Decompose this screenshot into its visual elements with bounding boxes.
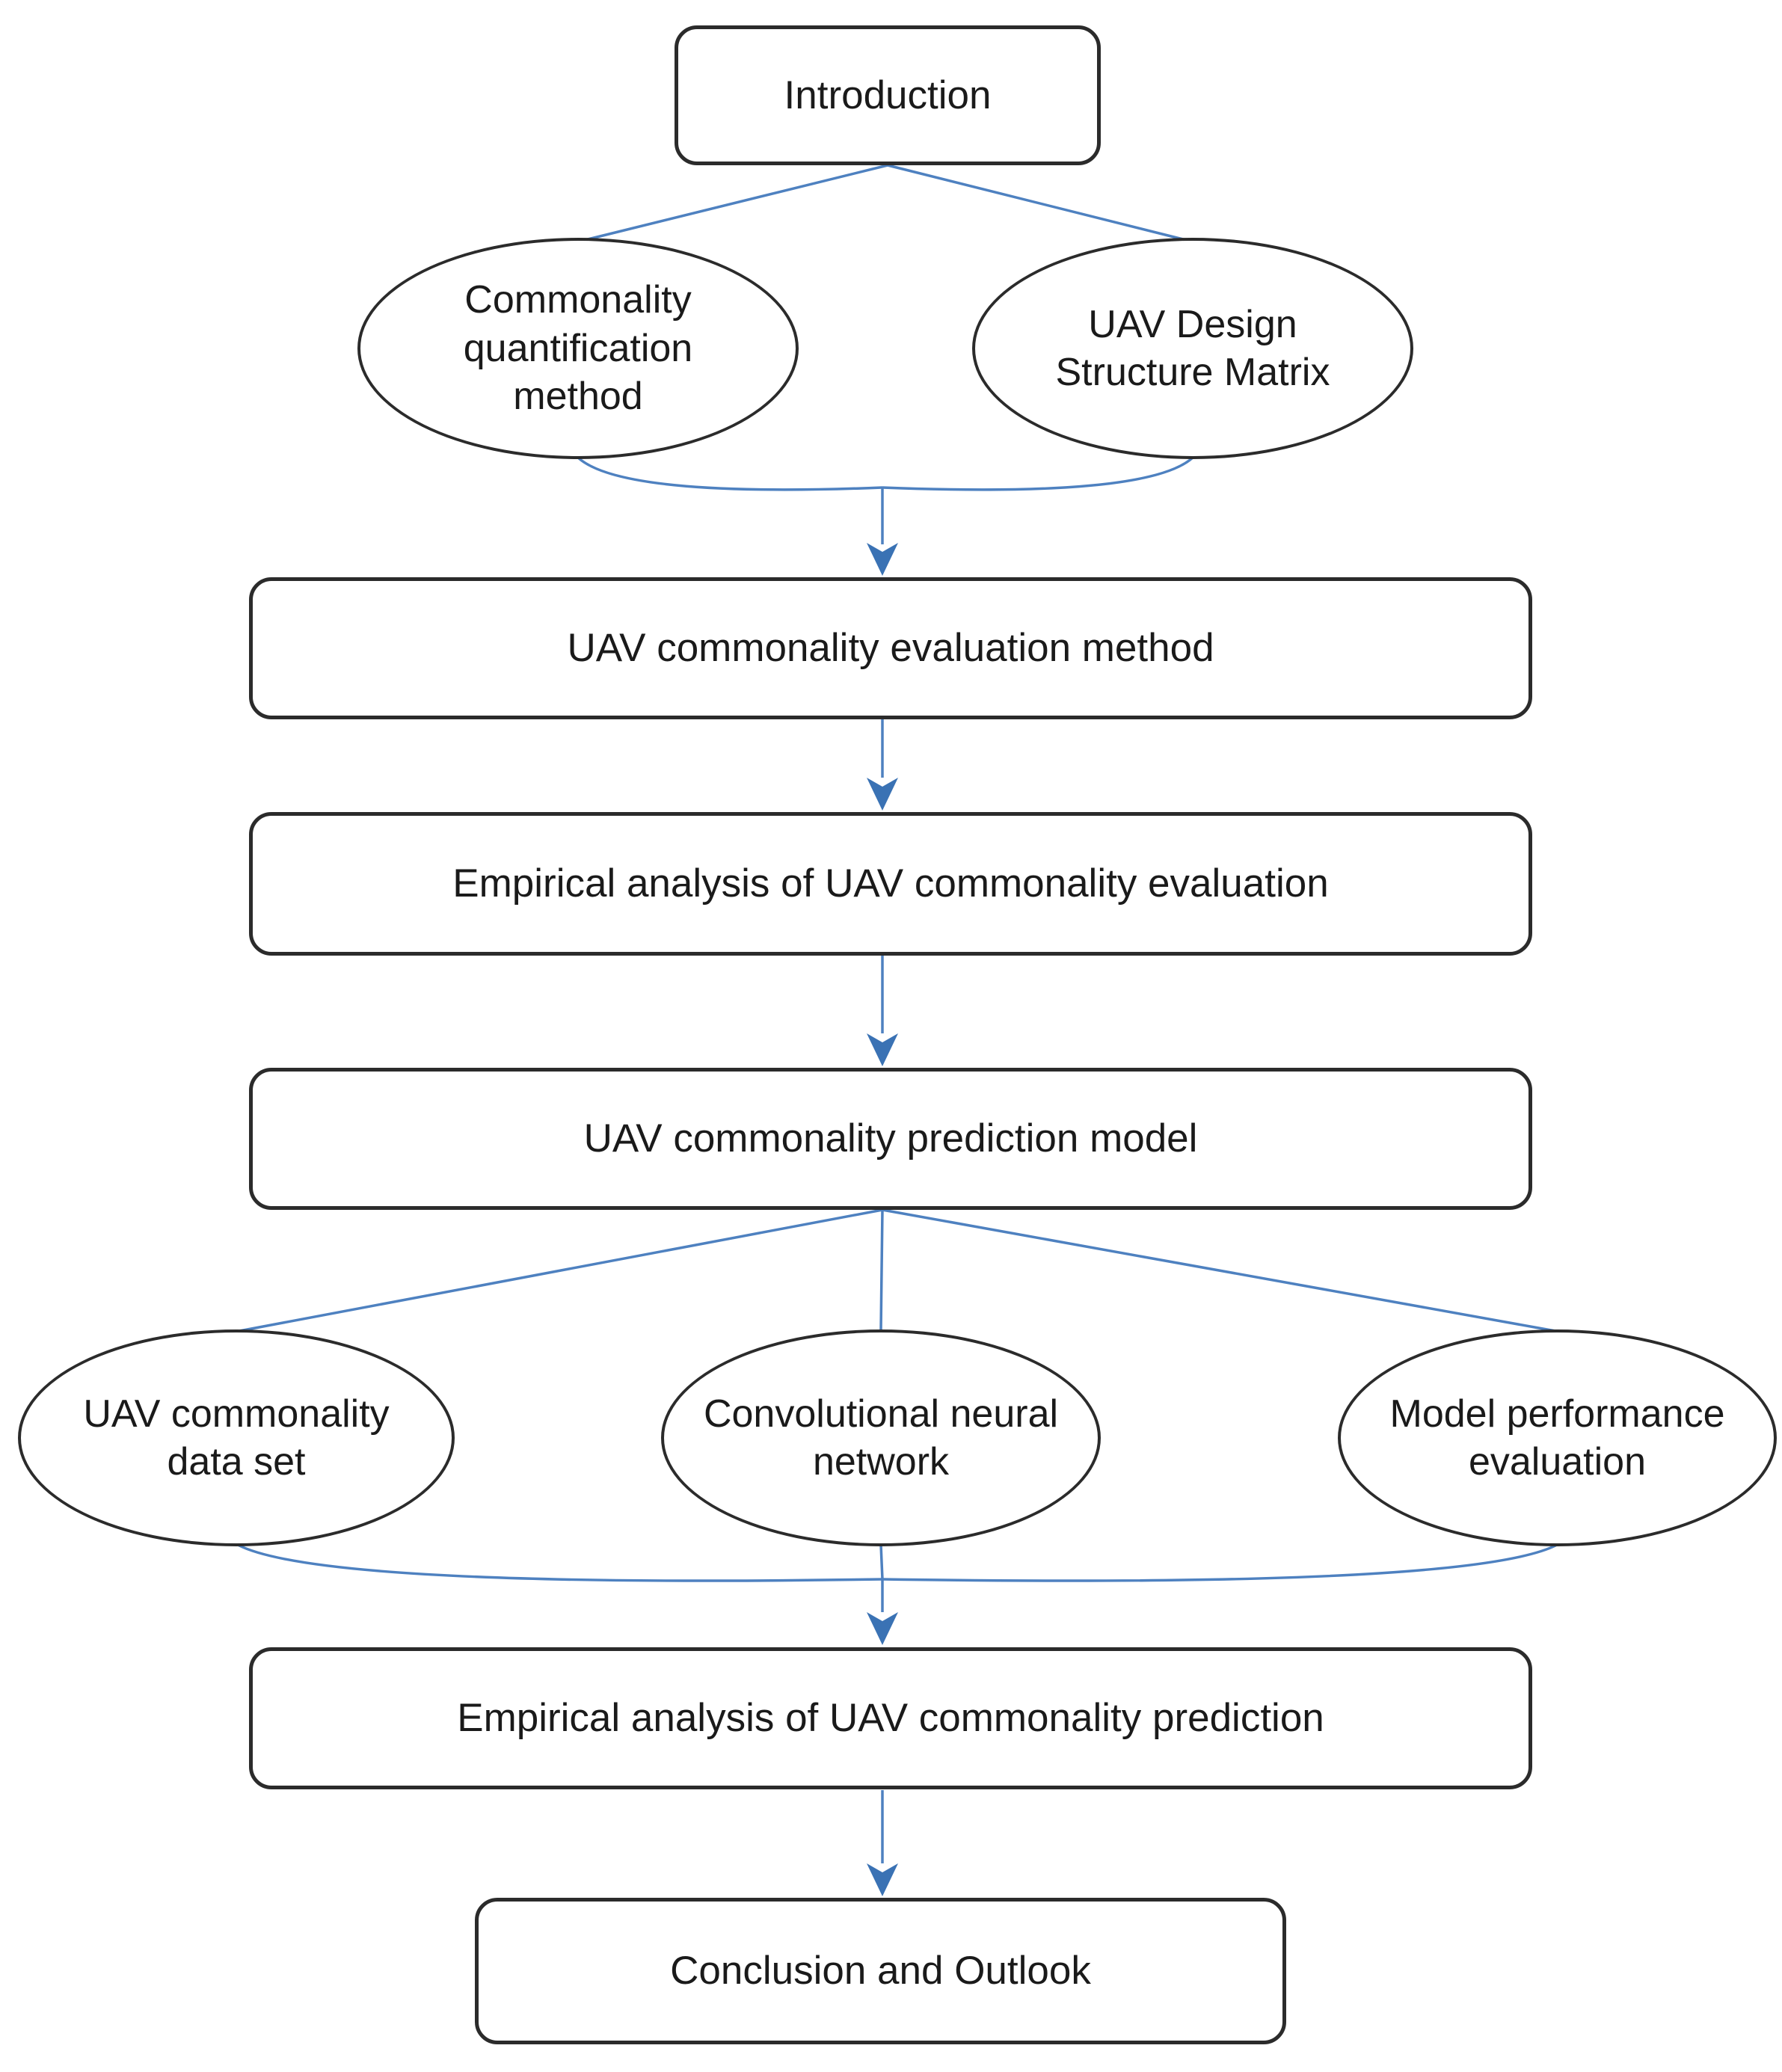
arrowhead-to-conclusion <box>867 1863 898 1896</box>
edge-design-structure-matrix-merge <box>882 456 1194 491</box>
node-uav-commonality-evaluation-method-label: UAV commonality evaluation method <box>567 626 1214 671</box>
node-empirical-analysis-prediction-label: Empirical analysis of UAV commonality pr… <box>457 1696 1324 1741</box>
node-uav-commonality-prediction-model-label: UAV commonality prediction model <box>583 1116 1198 1161</box>
node-uav-commonality-data-set-label: UAV commonality data set <box>83 1392 390 1484</box>
node-commonality-quantification-method-label: Commonality quantification method <box>463 278 693 419</box>
edge-data-set-merge <box>237 1543 883 1582</box>
node-empirical-analysis-evaluation: Empirical analysis of UAV commonality ev… <box>249 812 1532 956</box>
edge-introduction-to-design-structure-matrix <box>887 164 1190 242</box>
edge-performance-evaluation-merge <box>882 1543 1558 1582</box>
edge-commonality-quantification-merge <box>577 456 883 491</box>
edge-prediction-model-to-cnn <box>879 1209 884 1330</box>
node-empirical-analysis-prediction: Empirical analysis of UAV commonality pr… <box>249 1647 1532 1789</box>
arrowhead-to-empirical-prediction <box>867 1612 898 1645</box>
node-introduction: Introduction <box>675 25 1101 165</box>
node-conclusion-and-outlook: Conclusion and Outlook <box>475 1898 1286 2044</box>
node-uav-commonality-data-set: UAV commonality data set <box>18 1329 455 1546</box>
node-uav-commonality-evaluation-method: UAV commonality evaluation method <box>249 577 1532 719</box>
node-uav-design-structure-matrix-label: UAV Design Structure Matrix <box>1055 302 1330 394</box>
arrowhead-to-prediction-model <box>867 1033 898 1066</box>
node-conclusion-and-outlook-label: Conclusion and Outlook <box>670 1949 1091 1993</box>
node-commonality-quantification-method: Commonality quantification method <box>357 238 799 459</box>
edge-prediction-model-to-performance-evaluation <box>882 1208 1556 1332</box>
node-introduction-label: Introduction <box>784 73 992 117</box>
arrowhead-to-evaluation-method <box>867 543 898 576</box>
node-uav-commonality-prediction-model: UAV commonality prediction model <box>249 1068 1532 1210</box>
edge-cnn-merge <box>879 1544 884 1580</box>
node-convolutional-neural-network: Convolutional neural network <box>661 1329 1101 1546</box>
edge-prediction-model-to-data-set <box>239 1208 883 1332</box>
edge-introduction-to-commonality-quantification <box>581 164 888 242</box>
node-convolutional-neural-network-label: Convolutional neural network <box>703 1392 1059 1484</box>
arrowhead-to-empirical-evaluation <box>867 778 898 811</box>
node-empirical-analysis-evaluation-label: Empirical analysis of UAV commonality ev… <box>452 861 1329 906</box>
node-model-performance-evaluation: Model performance evaluation <box>1338 1329 1777 1546</box>
node-uav-design-structure-matrix: UAV Design Structure Matrix <box>972 238 1413 459</box>
node-model-performance-evaluation-label: Model performance evaluation <box>1389 1392 1725 1484</box>
